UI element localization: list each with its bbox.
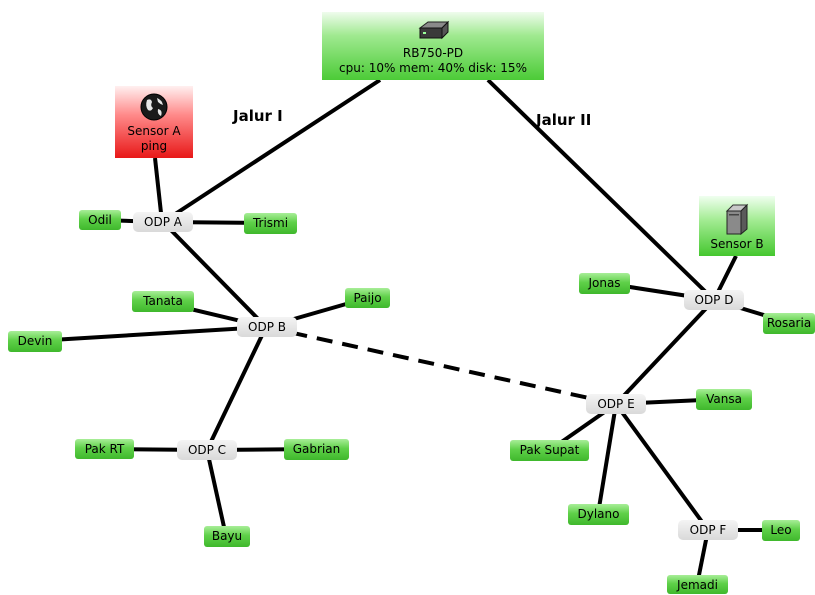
client-jonas[interactable]: Jonas [579,273,630,294]
link-router-odp-a [161,78,382,224]
client-odil[interactable]: Odil [79,210,121,230]
link-odp-b-odp-e [265,325,617,406]
client-bayu[interactable]: Bayu [204,526,250,547]
server-icon [725,203,749,235]
path-label-2: Jalur II [536,111,592,129]
link-odp-a-odp-b [161,220,268,329]
sensor-b-name: Sensor B [710,237,764,251]
client-rosaria[interactable]: Rosaria [763,313,815,334]
link-router-odp-d [486,78,716,302]
sensor-a-node[interactable]: Sensor A ping [115,86,193,158]
client-pak-supat[interactable]: Pak Supat [510,440,589,461]
client-devin[interactable]: Devin [8,331,62,352]
link-sensor-a-odp-a [153,157,164,223]
client-dylano[interactable]: Dylano [568,504,629,525]
client-vansa[interactable]: Vansa [696,389,752,410]
link-odp-b-odp-c [205,326,268,451]
client-trismi[interactable]: Trismi [244,213,297,234]
client-tanata[interactable]: Tanata [132,291,194,312]
client-gabrian[interactable]: Gabrian [284,439,349,460]
odp-c-node[interactable]: ODP C [177,440,237,460]
router-stats: cpu: 10% mem: 40% disk: 15% [339,61,527,75]
path-label-1: Jalur I [233,107,283,125]
sensor-b-node[interactable]: Sensor B [699,196,775,256]
link-odp-b-devin [34,325,267,343]
odp-f-node[interactable]: ODP F [678,520,738,540]
client-leo[interactable]: Leo [762,520,800,541]
client-paijo[interactable]: Paijo [345,288,390,308]
link-odp-d-odp-e [614,298,716,406]
odp-b-node[interactable]: ODP B [237,317,297,337]
sensor-a-status: ping [140,139,168,153]
client-jemadi[interactable]: Jemadi [667,575,728,594]
router-name: RB750-PD [402,46,464,60]
link-odp-c-bayu [205,449,228,537]
sensor-a-name: Sensor A [127,124,181,138]
globe-icon [140,93,168,121]
client-pak-rt[interactable]: Pak RT [75,439,134,459]
router-icon [418,20,450,40]
router-node[interactable]: RB750-PD cpu: 10% mem: 40% disk: 15% [322,12,544,80]
link-odp-e-odp-f [614,402,710,532]
link-odp-e-dylano [596,403,618,515]
odp-a-node[interactable]: ODP A [133,212,193,232]
odp-e-node[interactable]: ODP E [586,394,646,414]
odp-d-node[interactable]: ODP D [684,290,744,310]
